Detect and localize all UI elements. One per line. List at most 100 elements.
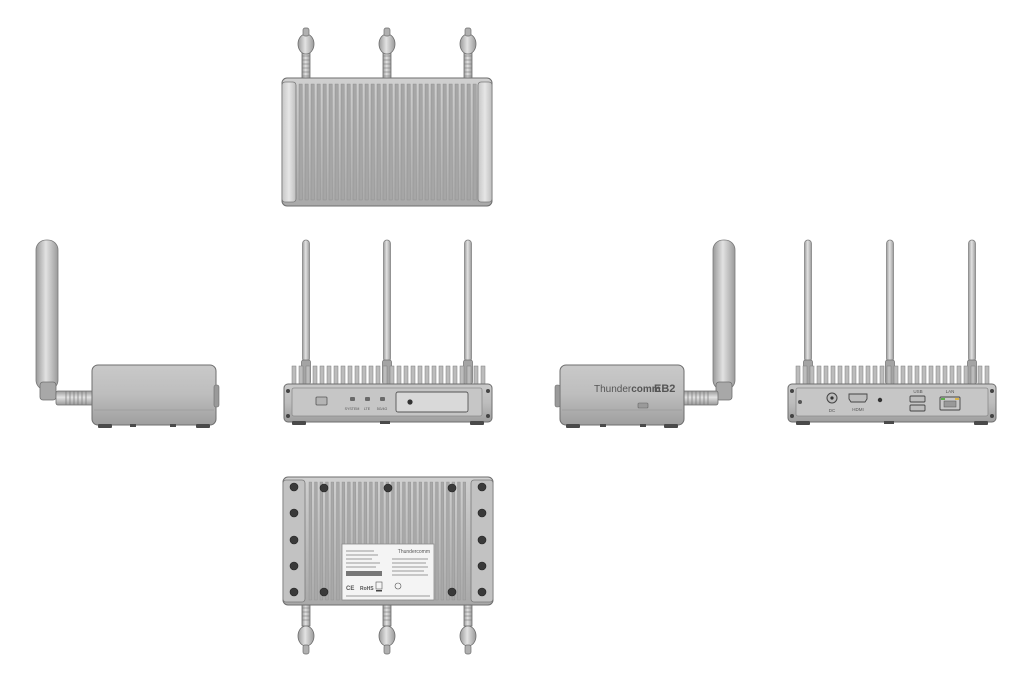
heatsink-fin [347,365,353,387]
antenna-tip [464,644,472,655]
heatsink-fin [389,365,395,387]
heatsink-fin [921,365,927,387]
front-view: SYSTEM LTE 5G/4G [283,239,493,425]
antenna-connector [382,49,392,81]
antenna-whip [886,239,894,363]
usb-port-2[interactable] [909,404,926,412]
mounting-screw [319,587,329,597]
label-barcode [346,571,382,576]
heatsink-fin [410,365,416,387]
right-brand-logo: Thundercomm [594,384,661,395]
antenna-connector [301,603,311,627]
heatsink-fin [460,83,465,201]
left-housing [91,364,217,426]
label-cert-icon [394,582,402,590]
heatsink-fin [412,83,417,201]
heatsink-fin [462,481,466,601]
antenna-whip [383,239,391,363]
heatsink-fin [442,83,447,201]
heatsink-fin [354,365,360,387]
heatsink-fin [858,365,864,387]
heatsink-fin [459,365,465,387]
heatsink-fin [314,481,318,601]
heatsink-fin [333,365,339,387]
front-sim-card-cover[interactable] [395,391,469,413]
antenna-hinge [378,625,396,647]
antenna-connector [301,49,311,81]
heatsink-fin [352,83,357,201]
heatsink-fin [298,365,304,387]
heatsink-fin [358,83,363,201]
heatsink-fin [340,83,345,201]
regulatory-label-text-lines [346,550,430,597]
right-vent-slot [637,402,649,409]
heatsink-fin [406,83,411,201]
right-connector-threads [687,391,709,405]
antenna-hinge [297,625,315,647]
antenna-tip [302,644,310,655]
usb-port-1[interactable] [909,395,926,403]
label-rohs-mark: RoHS [360,586,374,592]
heatsink-fin [396,365,402,387]
usb-port-label: USB [913,389,922,394]
lan-port-label: LAN [946,389,955,394]
heatsink-fin [949,365,955,387]
heatsink-fin [418,83,423,201]
heatsink-fin [376,83,381,201]
right-model-name: EB2 [654,383,675,395]
hdmi-port[interactable] [848,393,868,403]
bottom-heatsink-fins [308,481,466,601]
rear-view: DC HDMI USB LAN [787,239,997,425]
heatsink-fin [334,83,339,201]
antenna-connector [463,49,473,81]
heatsink-fin [364,83,369,201]
heatsink-fin [368,365,374,387]
mounting-screw [477,535,487,545]
heatsink-fin [816,365,822,387]
heatsink-fin [795,365,801,387]
front-indicator-label-lte: LTE [364,407,371,411]
bottom-antenna-group [297,603,477,655]
mounting-screw [477,508,487,518]
right-antenna-connector [679,390,719,406]
heatsink-fin [466,365,472,387]
heatsink-fin [305,365,311,387]
heatsink-fin [451,481,455,601]
antenna-whip [804,239,812,363]
mounting-screw [319,483,329,493]
left-antenna-connector [55,390,95,406]
brand-thin: Thunder [594,384,632,395]
heatsink-fin [370,83,375,201]
heatsink-fin [914,365,920,387]
left-antenna-whip [35,239,59,391]
antenna-hinge [459,33,477,55]
front-power-button[interactable] [315,396,328,406]
left-side-view [35,239,220,428]
antenna-hinge [297,33,315,55]
heatsink-fin [448,83,453,201]
heatsink-fin [312,365,318,387]
heatsink-fin [851,365,857,387]
heatsink-fin [830,365,836,387]
heatsink-fin [928,365,934,387]
antenna-whip [464,239,472,363]
left-antenna-hinge [39,381,57,401]
mounting-screw [447,587,457,597]
heatsink-fin [440,481,444,601]
heatsink-fin [893,365,899,387]
heatsink-fin [802,365,808,387]
brand-bold: comm [631,384,661,395]
heatsink-fin [330,481,334,601]
heatsink-fin [473,365,479,387]
mounting-screw [289,535,299,545]
heatsink-fin [844,365,850,387]
mounting-screw [477,482,487,492]
antenna-tip [302,27,310,37]
heatsink-fin [340,365,346,387]
top-right-end-cap [477,81,493,203]
heatsink-fin [457,481,461,601]
heatsink-fin [431,365,437,387]
top-antenna-group [297,27,477,81]
antenna-tip [383,27,391,37]
label-recycle-icon [375,581,383,590]
